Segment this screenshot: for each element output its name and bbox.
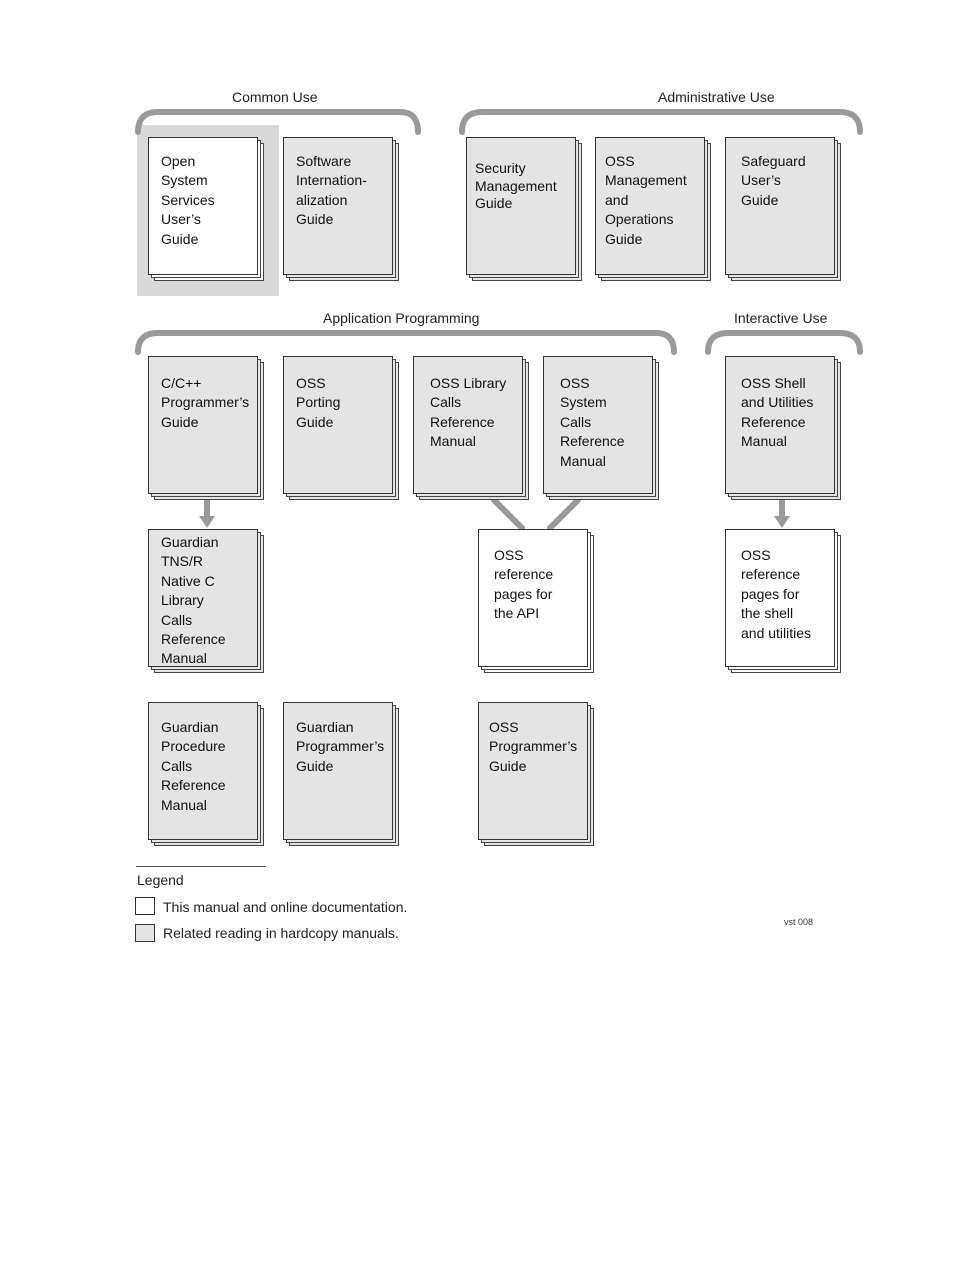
legend-title: Legend (137, 872, 184, 888)
connector-system-to-api (547, 497, 581, 531)
group-label-administrative-use: Administrative Use (658, 89, 775, 105)
figure-code: vst 008 (784, 917, 814, 927)
bracket-interactive-use (705, 330, 863, 355)
bracket-application-programming (135, 330, 677, 355)
legend-text-gray: Related reading in hardcopy manuals. (163, 925, 399, 941)
bracket-common-use (135, 109, 421, 135)
legend-swatch-white (135, 897, 155, 915)
bracket-administrative-use (459, 109, 863, 135)
group-label-application-programming: Application Programming (323, 310, 480, 326)
group-label-interactive-use: Interactive Use (734, 310, 828, 326)
legend-swatch-gray (135, 924, 155, 942)
legend-rule (136, 866, 266, 867)
group-label-common-use: Common Use (232, 89, 318, 105)
arrow-head-cpp (199, 516, 215, 528)
arrow-head-shell (774, 516, 790, 528)
connector-library-to-api (491, 497, 525, 531)
legend-text-white: This manual and online documentation. (163, 899, 408, 915)
